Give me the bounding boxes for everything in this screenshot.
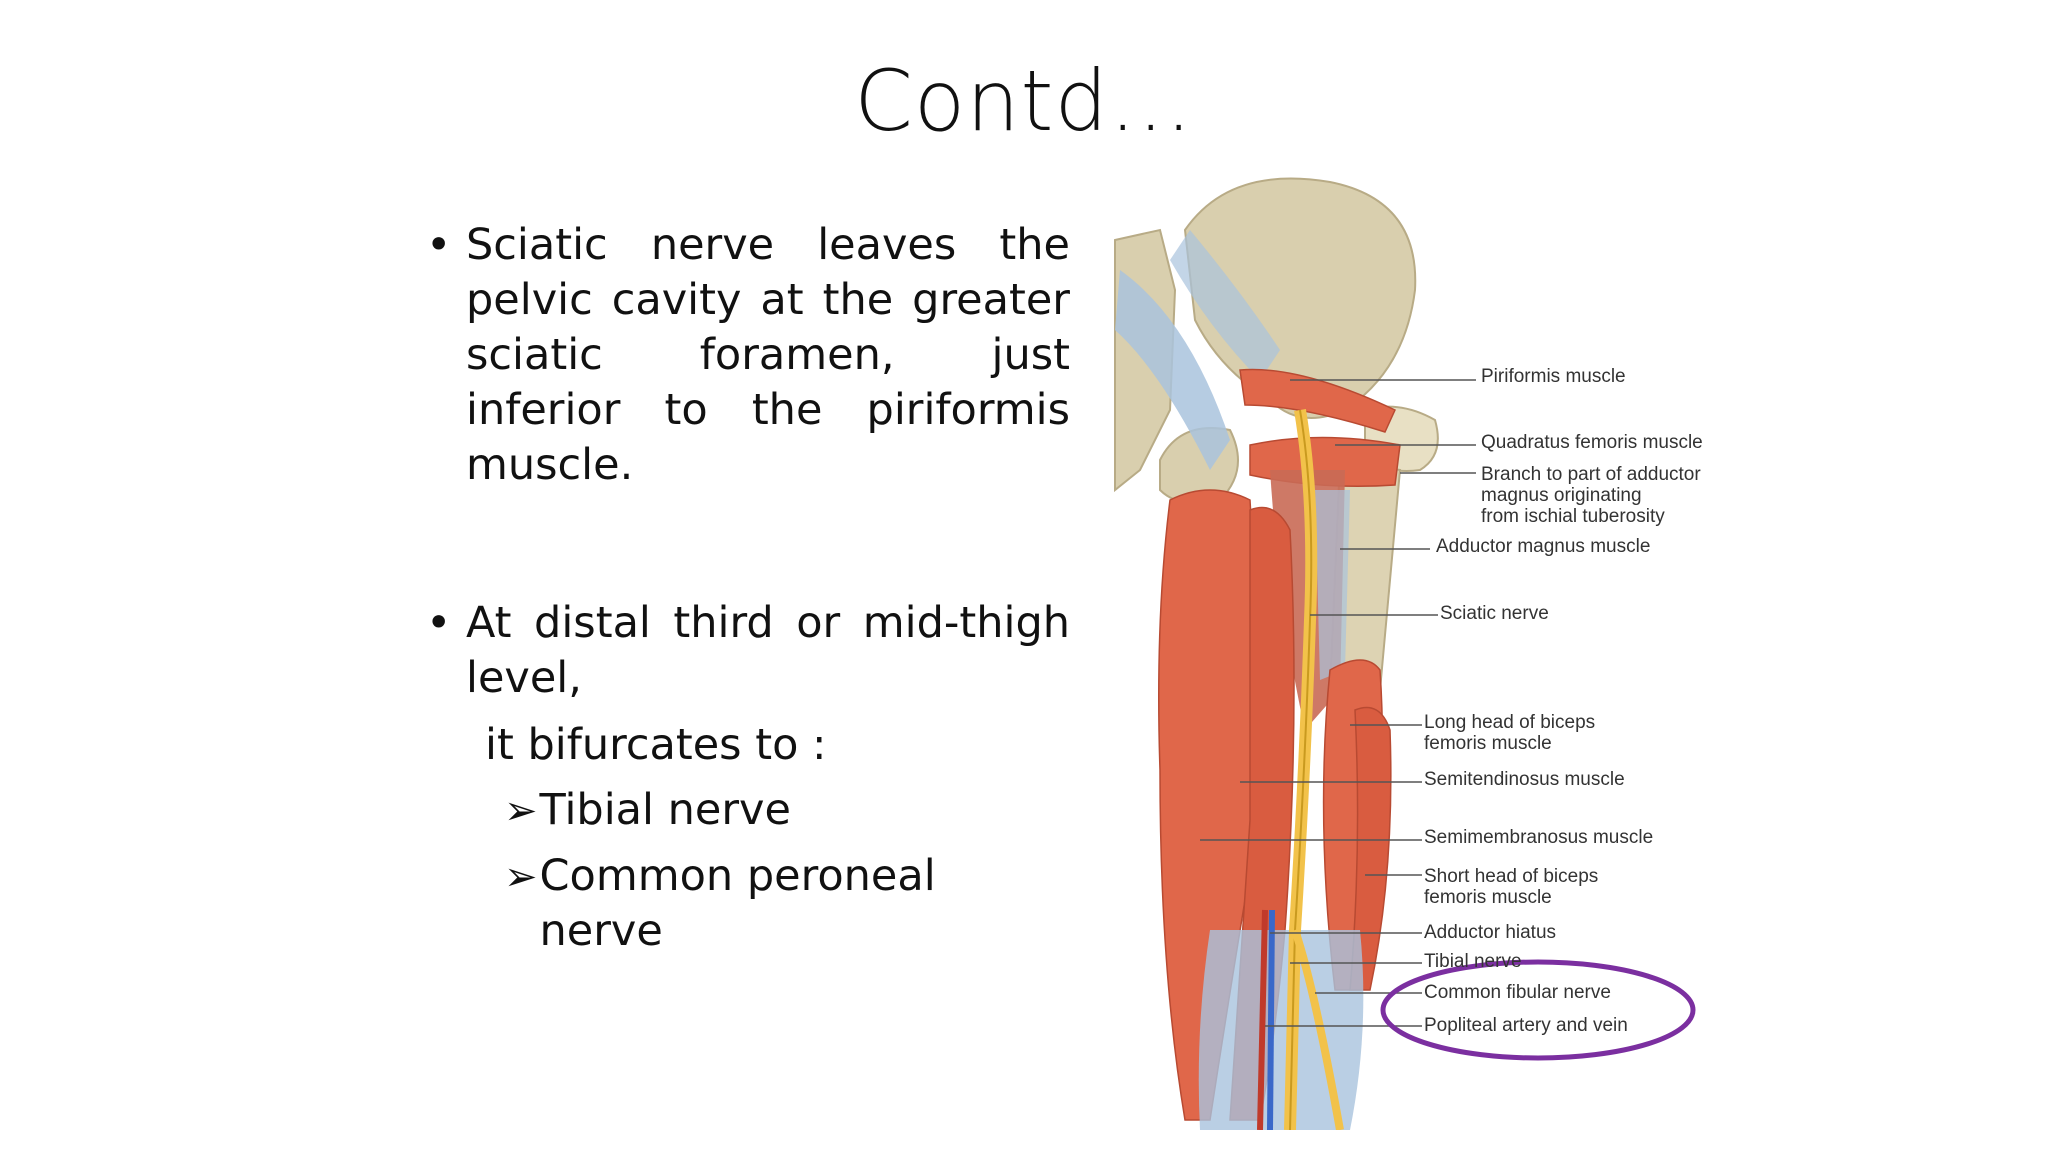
popliteal-vein: [1267, 909, 1275, 1130]
bifurcation-intro: it bifurcates to :: [485, 720, 827, 770]
label-popliteal-vessels: Popliteal artery and vein: [1424, 1015, 1628, 1036]
label-piriformis: Piriformis muscle: [1481, 366, 1626, 387]
bullet-dot-icon: •: [426, 220, 452, 270]
label-long-head-biceps: Long head of biceps femoris muscle: [1424, 712, 1596, 754]
popliteal-artery: [1257, 909, 1268, 1130]
bullet-text-1: Sciatic nerve leaves the pelvic cavity a…: [466, 220, 1070, 490]
branch-label-2: Common peroneal nerve: [539, 851, 936, 956]
arrow-bullet-icon: ➢: [504, 854, 538, 900]
bullet-text-2: At distal third or mid-thigh level,: [466, 598, 1070, 703]
label-semitendinosus: Semitendinosus muscle: [1424, 769, 1625, 790]
bullet-item-1: • Sciatic nerve leaves the pelvic cavity…: [426, 218, 1070, 493]
branch-item-2: ➢ Common peroneal nerve: [426, 849, 1070, 959]
adductor-fascia: [1315, 490, 1350, 680]
popliteal-fossa: [1198, 930, 1364, 1130]
bullet-item-2: • At distal third or mid-thigh level,: [426, 596, 1070, 706]
bullet-dot-icon: •: [426, 598, 452, 648]
label-short-head-biceps: Short head of biceps femoris muscle: [1424, 866, 1599, 908]
branch-label-1: Tibial nerve: [539, 785, 791, 835]
branch-item-1: ➢ Tibial nerve: [426, 783, 1070, 839]
arrow-bullet-icon: ➢: [504, 788, 538, 834]
common-fibular-nerve: [1291, 928, 1344, 1130]
label-adductor-magnus: Adductor magnus muscle: [1436, 536, 1651, 557]
hip-fascia: [1170, 230, 1280, 380]
label-branch-adductor: Branch to part of adductor magnus origin…: [1481, 464, 1701, 527]
label-tibial-nerve: Tibial nerve: [1424, 951, 1522, 972]
label-quadratus-femoris: Quadratus femoris muscle: [1481, 432, 1703, 453]
label-adductor-hiatus: Adductor hiatus: [1424, 922, 1557, 943]
thigh-anatomy-illustration: [1114, 177, 1696, 1130]
label-common-fibular-nerve: Common fibular nerve: [1424, 982, 1611, 1003]
sacrotuberous-ligament: [1115, 270, 1230, 470]
slide-content: • Sciatic nerve leaves the pelvic cavity…: [426, 218, 1070, 959]
piriformis-muscle: [1239, 368, 1396, 433]
sciatic-nerve-outline: [1289, 409, 1313, 1130]
label-semimembranosus: Semimembranosus muscle: [1424, 827, 1654, 848]
highlight-ellipse: [1380, 959, 1696, 1061]
slide-title: Contd…: [854, 52, 1194, 150]
label-sciatic-nerve: Sciatic nerve: [1440, 603, 1549, 624]
leader-lines: [1200, 379, 1476, 1027]
